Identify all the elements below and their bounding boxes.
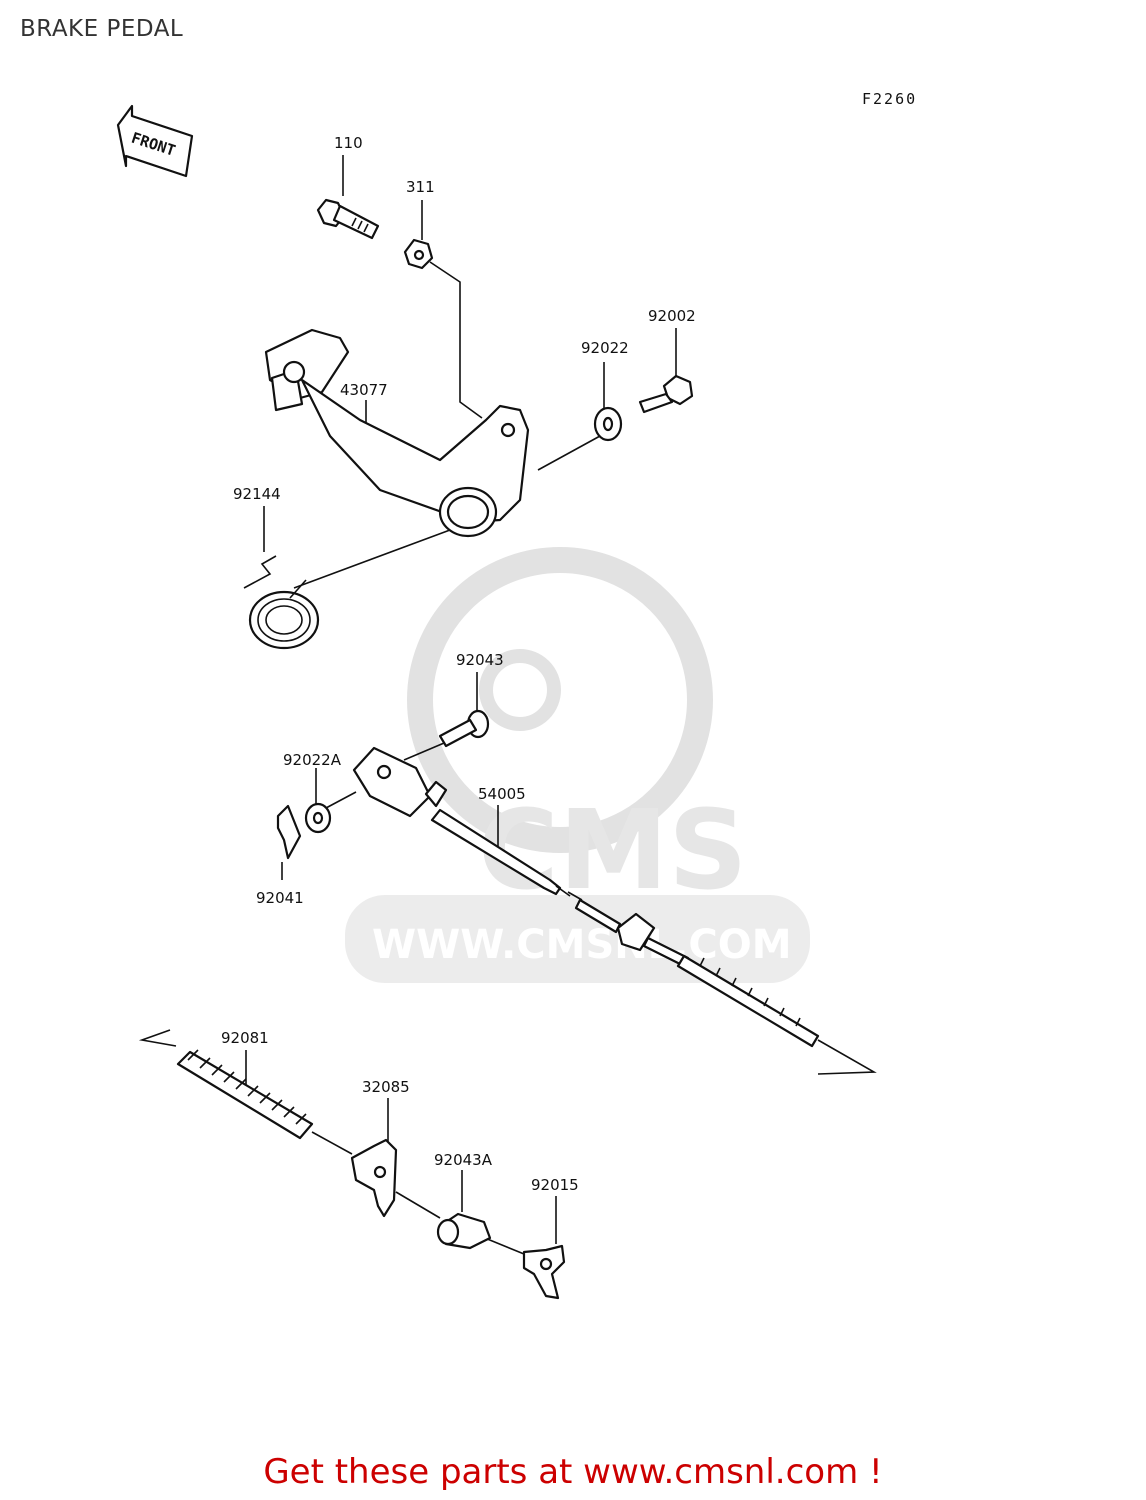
bolt-110 — [316, 198, 380, 240]
front-arrow: FRONT — [116, 104, 194, 178]
label-43077: 43077 — [340, 381, 388, 399]
label-32085: 32085 — [362, 1078, 410, 1096]
label-92015: 92015 — [531, 1176, 579, 1194]
ref-code: F2260 — [862, 90, 917, 108]
clevis-54005 — [352, 746, 571, 897]
label-92144: 92144 — [233, 485, 281, 503]
clip-92041 — [276, 804, 302, 860]
brake-pedal-43077 — [264, 328, 530, 538]
label-54005: 54005 — [478, 785, 526, 803]
spring-92081 — [176, 1049, 314, 1140]
label-92043: 92043 — [456, 651, 504, 669]
washer-92022A — [304, 802, 332, 834]
nut-311 — [403, 238, 434, 270]
watermark-url: WWW.CMSNL.COM — [372, 922, 792, 968]
label-92043A: 92043A — [434, 1151, 493, 1169]
label-92022A: 92022A — [283, 751, 342, 769]
footer-link[interactable]: Get these parts at www.cmsnl.com ! — [263, 1452, 883, 1492]
watermark-logo: CMS WWW.CMSNL.COM — [345, 547, 810, 983]
bolt-92002 — [638, 374, 694, 414]
spring-92144 — [243, 555, 320, 650]
pin-92043A — [436, 1212, 492, 1250]
label-110: 110 — [334, 134, 363, 152]
label-92022: 92022 — [581, 339, 629, 357]
label-92041: 92041 — [256, 889, 304, 907]
wing-nut-92015 — [522, 1244, 566, 1300]
label-92002: 92002 — [648, 307, 696, 325]
page-title: BRAKE PEDAL — [20, 16, 184, 42]
label-311: 311 — [406, 178, 435, 196]
washer-92022 — [593, 406, 623, 442]
bracket-32085 — [350, 1138, 398, 1218]
watermark-brand: CMS — [478, 786, 747, 914]
brake-rod — [574, 898, 820, 1048]
label-92081: 92081 — [221, 1029, 269, 1047]
pin-92043 — [438, 709, 490, 748]
parts-diagram: CMS WWW.CMSNL.COM FRONT F2260 — [116, 90, 917, 1300]
